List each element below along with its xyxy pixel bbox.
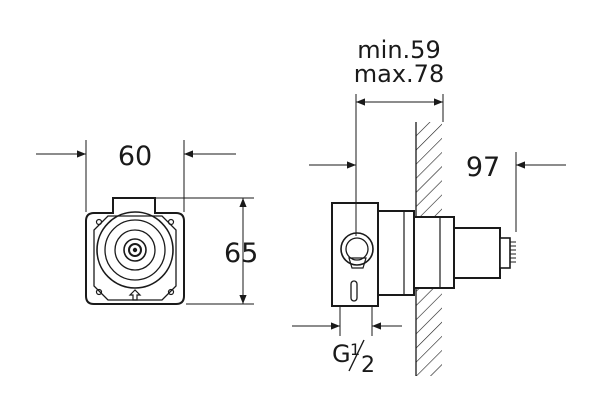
side-inlet-port-detail [348,257,367,269]
front-spindle-center [132,247,138,253]
front-mount-hole-bl [95,288,103,296]
front-inner-frame [93,215,177,301]
connection-fraction-slash [348,339,365,372]
front-middle-ring [104,219,166,281]
side-lower-slot [350,280,358,302]
side-inlet-port-inner [345,237,369,261]
spindle-splines [510,241,516,263]
front-mount-hole-tr [167,218,175,226]
connection-numerator: 1 [350,340,360,359]
adjust-min-label: min.59 [357,36,440,64]
side-rear-housing [377,210,415,296]
front-body-outline [85,197,185,305]
connection-prefix: G [332,340,351,368]
front-spindle-ring [123,238,147,262]
connection-denominator: 2 [361,353,375,378]
front-mount-hole-tl [95,218,103,226]
height-label: 65 [224,238,258,269]
front-outer-ring [96,211,174,289]
adjust-max-label: max.78 [354,60,444,88]
adjust-range-dimension: min.59 max.78 [354,36,444,236]
front-spindle-core [128,243,142,257]
depth-dimension: 97 [309,152,566,232]
width-dimension: 60 [36,140,236,212]
side-wall-section [413,216,455,289]
connection-dimension: G 1 2 [292,306,402,378]
side-view [331,202,516,307]
height-dimension: 65 [156,197,258,305]
side-inlet-port-outer [340,232,374,266]
side-cartridge [453,227,501,279]
front-view [85,197,185,305]
depth-label: 97 [466,152,500,183]
front-mount-hole-br [167,288,175,296]
width-label: 60 [118,141,152,172]
side-spindle [499,237,511,269]
up-arrow-icon [128,289,142,301]
front-inner-ring [114,229,156,271]
